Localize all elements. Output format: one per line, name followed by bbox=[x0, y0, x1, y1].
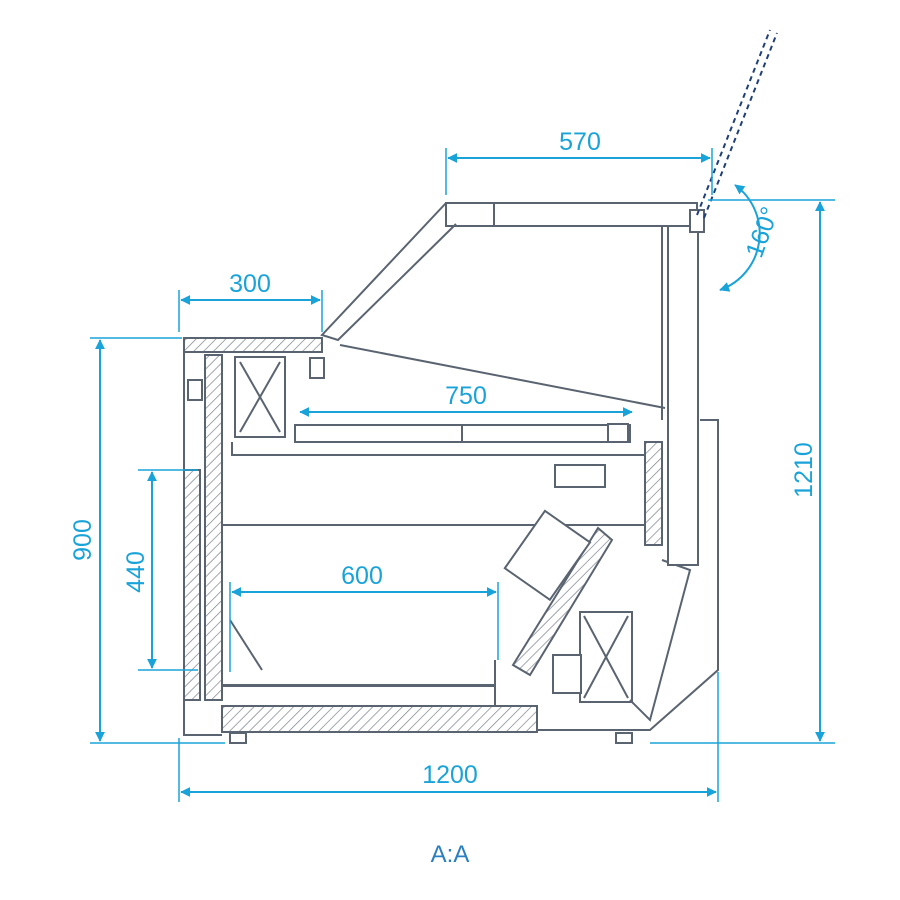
left-insulation-wall bbox=[183, 469, 201, 701]
condenser-box bbox=[552, 654, 582, 694]
dimension-overall-height-label: 1210 bbox=[790, 442, 818, 498]
left-bracket bbox=[187, 379, 203, 401]
dimension-overall-width-label: 1200 bbox=[422, 761, 478, 789]
fan-unit-cross-b bbox=[583, 615, 629, 699]
dimension-inner-height-label: 440 bbox=[122, 551, 150, 593]
front-foot bbox=[229, 732, 247, 744]
dimension-counter-depth-label: 300 bbox=[229, 270, 271, 298]
rear-sliding-door-frame bbox=[667, 225, 699, 566]
light-beam-line bbox=[339, 344, 666, 409]
evaporator-box bbox=[503, 509, 592, 602]
front-light-fitting bbox=[309, 357, 325, 379]
storage-floor-outline bbox=[222, 685, 496, 706]
dimension-front-height-label: 900 bbox=[69, 519, 97, 561]
glass-open-position bbox=[696, 29, 778, 219]
refrigeration-housing bbox=[536, 419, 719, 731]
upper-drawer-box bbox=[234, 356, 286, 438]
display-case-body bbox=[183, 202, 719, 744]
rear-inner-wall bbox=[644, 441, 663, 546]
left-inner-wall bbox=[204, 354, 223, 701]
dimension-inner-height: 440 bbox=[122, 469, 198, 671]
dimension-overall-height: 1210 bbox=[650, 199, 835, 744]
dimension-display-depth: 750 bbox=[299, 382, 633, 417]
dimension-overall-width: 1200 bbox=[178, 672, 719, 802]
evaporator-slope bbox=[511, 526, 614, 677]
dimension-top-width-label: 570 bbox=[559, 128, 601, 156]
dimension-display-depth-label: 750 bbox=[445, 382, 487, 410]
dimension-shelf-depth-label: 600 bbox=[341, 562, 383, 590]
glass-hinge bbox=[689, 209, 705, 233]
counter-top bbox=[183, 337, 323, 353]
rear-duct bbox=[629, 559, 692, 722]
storage-floor bbox=[221, 705, 538, 733]
dimension-counter-depth: 300 bbox=[178, 270, 323, 332]
front-glass bbox=[320, 202, 457, 342]
canopy-top bbox=[445, 202, 698, 227]
section-label: A:A bbox=[431, 841, 470, 868]
compressor-label-box bbox=[554, 464, 606, 488]
shelf-support bbox=[229, 619, 263, 671]
dimension-glass-angle-label: 160° bbox=[740, 203, 784, 261]
rear-foot bbox=[615, 732, 633, 744]
dimension-top-width: 570 bbox=[445, 128, 713, 195]
dimension-front-height: 900 bbox=[69, 337, 225, 744]
deck-underside bbox=[231, 442, 650, 456]
dimension-shelf-depth: 600 bbox=[229, 562, 499, 672]
rear-light-fitting bbox=[607, 423, 629, 443]
upper-drawer-box-cross-b bbox=[239, 361, 281, 433]
